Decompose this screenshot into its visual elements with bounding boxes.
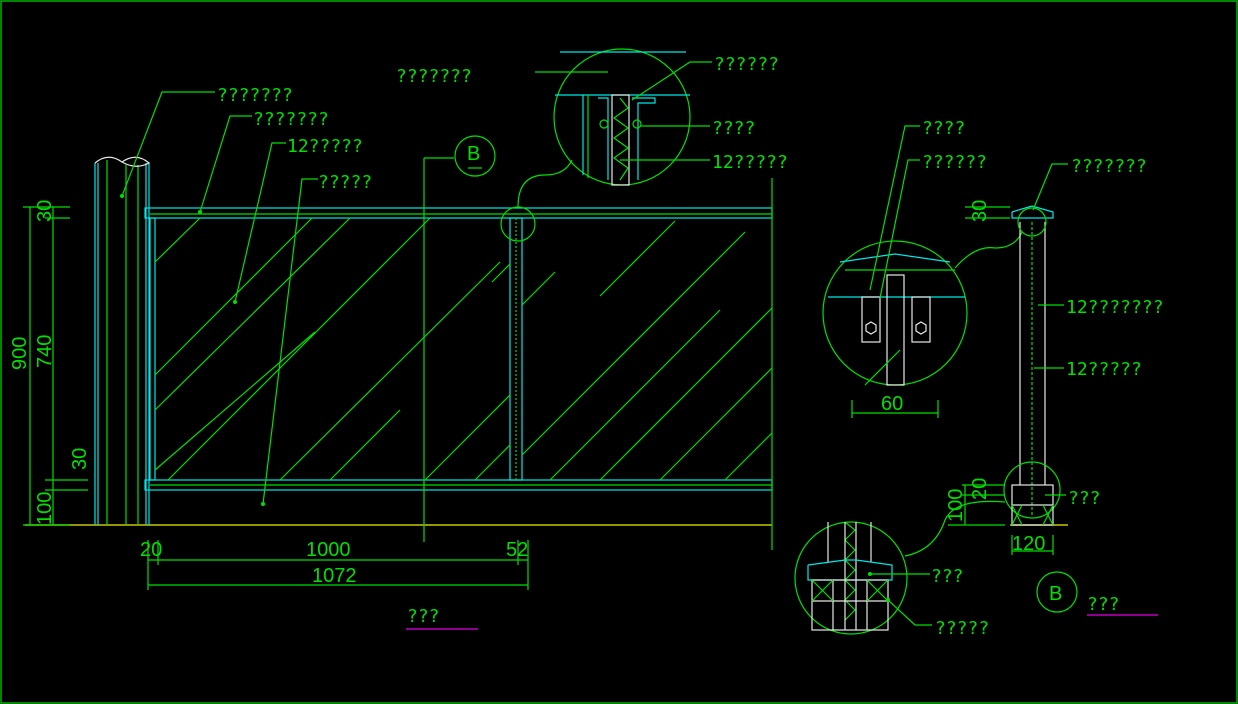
dim-panel: 1000 [306,539,351,561]
detail-bottom: ??? ????? [794,500,1006,639]
dim-total-width: 1072 [312,565,357,587]
section-marker-circle [454,135,496,177]
dim-section-base: 100 [945,489,967,522]
dim-section-top: 30 [969,200,991,222]
detail-top: ?????? ???? 12????? [517,48,788,208]
label-detail-right-1: ???? [922,118,965,139]
label-detail-right-2: ?????? [922,152,987,173]
label-glass: 12????? [287,136,363,157]
dim-top: 30 [34,200,56,222]
label-section-cap: ??????? [1071,156,1147,177]
section-title-marker: B [1049,583,1062,605]
detail-right: 60 ???? ?????? [822,118,1023,418]
dim-right: 52 [506,539,528,561]
label-section-glass-2: 12????? [1066,359,1142,380]
section-title-marker-circle [1036,571,1078,613]
section-title: ??? [1087,594,1120,615]
dim-left: 20 [140,539,162,561]
label-detail-top-3: 12????? [712,152,788,173]
label-post: ??????? [217,85,293,106]
label-base: ????? [318,172,372,193]
label-detail-bottom-1: ??? [931,566,964,587]
dim-bottom-rail: 30 [69,448,91,470]
dim-glass-height: 740 [34,335,56,368]
section-marker-label: B [467,143,480,165]
section-b: 30 100 20 120 ??????? 12??????? 12????? … [945,156,1164,616]
label-handrail: ??????? [253,109,329,130]
dim-section-width: 120 [1012,533,1045,555]
elevation-title: ??? [407,606,440,627]
dim-section-base-rail: 20 [969,478,991,500]
glass-hatch [154,217,773,481]
label-detail-top-1: ?????? [714,54,779,75]
dim-bottom: 100 [34,492,56,525]
label-section-base: ??? [1068,488,1101,509]
label-section-glass: 12??????? [1066,297,1164,318]
railing-elevation: B ??????? ??????? 12????? ????? ??????? … [9,66,773,630]
wall-post [94,156,151,525]
label-detail-bottom-2: ????? [935,618,989,639]
top-rail [144,207,773,219]
dim-total-height: 900 [9,337,31,370]
dim-detail-right: 60 [881,393,903,415]
label-top-note: ??????? [396,66,472,87]
middle-post [509,217,523,481]
label-detail-top-2: ???? [712,118,755,139]
